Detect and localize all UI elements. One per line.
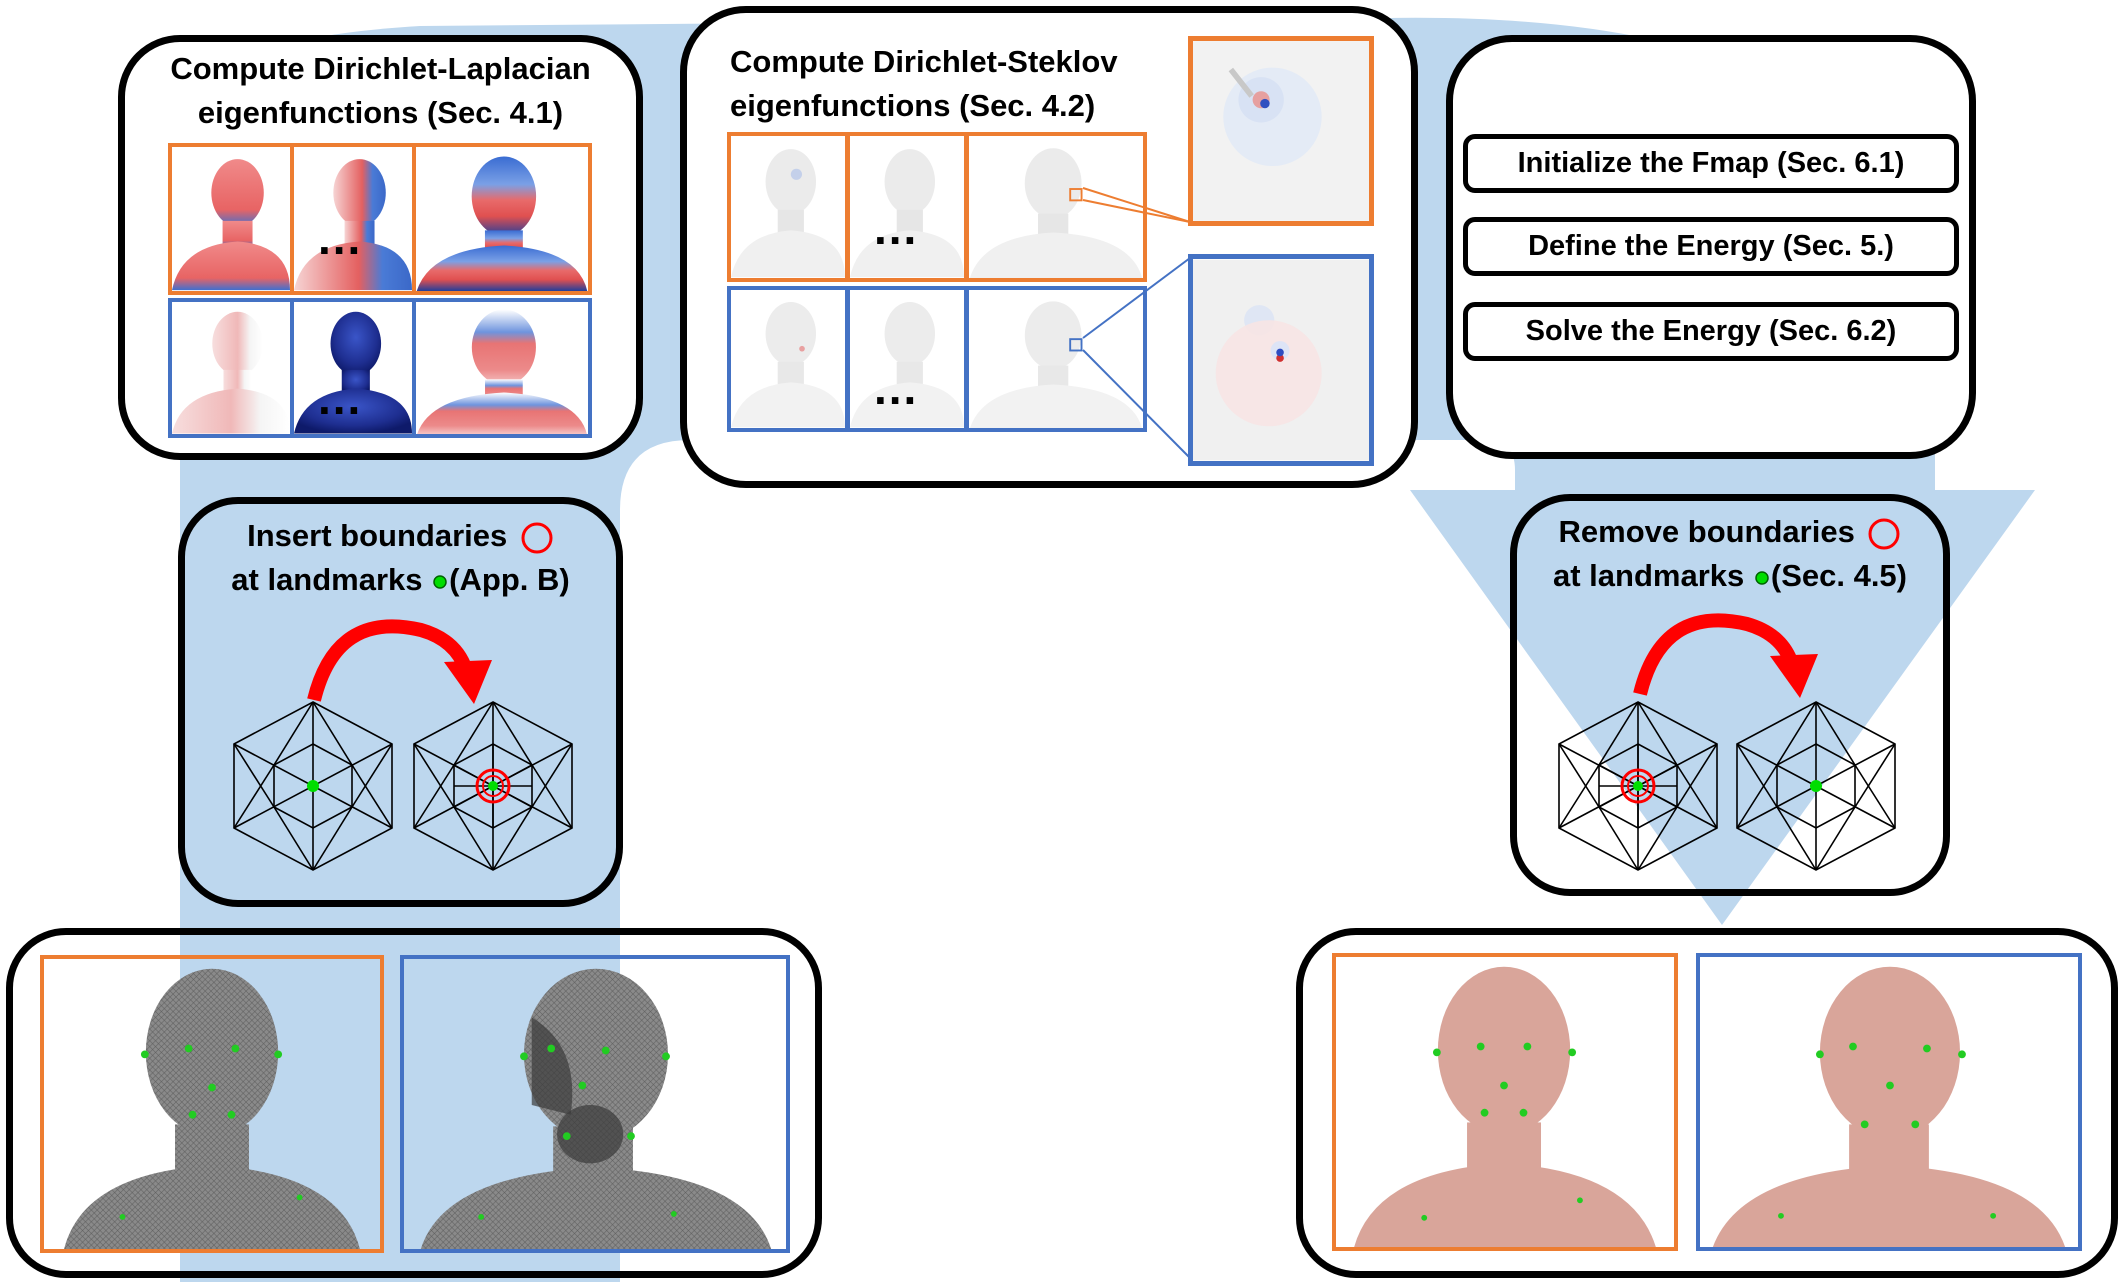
target-textured-image — [1696, 953, 2082, 1251]
red-circle-icon — [1868, 518, 1900, 550]
laplacian-target-eigenfunction-2 — [290, 298, 416, 438]
mesh-before-removal — [1558, 701, 1718, 871]
laplacian-source-eigenfunction-2 — [290, 143, 416, 295]
insert-landmarks-label: at landmarks — [231, 562, 423, 597]
green-dot-icon — [433, 575, 447, 589]
red-circle-icon — [521, 522, 553, 554]
steklov-title-line2: eigenfunctions (Sec. 4.2) — [730, 88, 1096, 123]
mesh-after-insertion — [413, 701, 573, 871]
remove-landmarks-label: at landmarks — [1552, 558, 1745, 593]
remove-boundaries-label: Remove boundaries — [1558, 514, 1855, 549]
input-meshes-panel — [6, 928, 822, 1278]
laplacian-source-eigenfunction-1 — [168, 143, 294, 295]
target-mesh-image — [400, 955, 790, 1253]
insert-boundaries-line1: Insert boundaries — [178, 514, 623, 558]
remove-section-label: (Sec. 4.5) — [1770, 558, 1907, 593]
define-energy-step[interactable]: Define the Energy (Sec. 5.) — [1463, 217, 1959, 276]
steklov-source-eigenfunction-1 — [727, 132, 849, 282]
mesh-after-removal — [1736, 701, 1896, 871]
laplacian-title-line1: Compute Dirichlet-Laplacian — [170, 51, 591, 86]
steklov-target-eigenfunction-1 — [727, 286, 849, 432]
laplacian-target-eigenfunction-1 — [168, 298, 294, 438]
curved-arrow-icon — [307, 619, 492, 704]
steklov-target-zoom — [1188, 254, 1374, 466]
solve-energy-step[interactable]: Solve the Energy (Sec. 6.2) — [1463, 302, 1959, 361]
insert-boundaries-label: Insert boundaries — [247, 518, 508, 553]
steklov-target-eigenfunction-3 — [965, 286, 1147, 432]
initialize-fmap-step[interactable]: Initialize the Fmap (Sec. 6.1) — [1463, 134, 1959, 193]
insert-section-label: (App. B) — [449, 562, 570, 597]
steklov-target-eigenfunction-2 — [846, 286, 968, 432]
remove-boundaries-panel — [1510, 494, 1950, 896]
steklov-source-zoom — [1188, 36, 1374, 226]
remove-boundaries-line1: Remove boundaries — [1510, 510, 1950, 554]
insert-boundaries-line2: at landmarks (App. B) — [178, 558, 623, 602]
steklov-title-line1: Compute Dirichlet-Steklov — [730, 44, 1118, 79]
source-textured-image — [1332, 953, 1678, 1251]
source-mesh-image — [40, 955, 384, 1253]
laplacian-source-eigenfunction-3 — [412, 143, 592, 295]
green-dot-icon — [1755, 571, 1769, 585]
laplacian-target-eigenfunction-3 — [412, 298, 592, 438]
laplacian-title-line2: eigenfunctions (Sec. 4.1) — [197, 95, 564, 130]
remove-boundaries-line2: at landmarks (Sec. 4.5) — [1510, 554, 1950, 598]
curved-arrow-icon — [1633, 613, 1818, 698]
mesh-before-insertion — [233, 701, 393, 871]
insert-boundaries-panel — [178, 497, 623, 907]
